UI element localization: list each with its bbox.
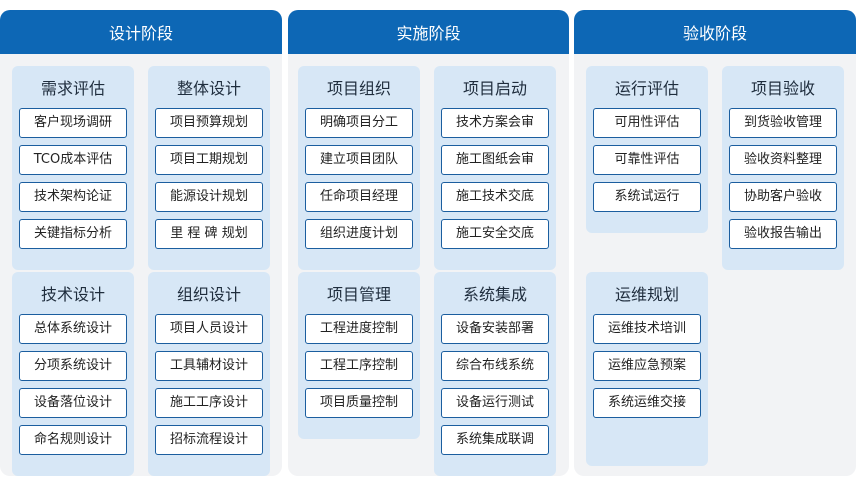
- task-box: 到货验收管理: [729, 108, 837, 138]
- group-title: 项目组织: [326, 79, 391, 98]
- task-box: 技术方案会审: [441, 108, 549, 138]
- group-card: 整体设计项目预算规划项目工期规划能源设计规划里 程 碑 规划: [148, 66, 270, 270]
- task-box: 项目工期规划: [155, 145, 263, 175]
- group-title: 运维规划: [614, 285, 679, 304]
- task-box: 工程工序控制: [305, 351, 413, 381]
- task-box: 施工图纸会审: [441, 145, 549, 175]
- task-box: 运维应急预案: [593, 351, 701, 381]
- group-title: 整体设计: [176, 79, 241, 98]
- task-box: 能源设计规划: [155, 182, 263, 212]
- task-box: 可靠性评估: [593, 145, 701, 175]
- group-title: 组织设计: [176, 285, 241, 304]
- task-box: 系统试运行: [593, 182, 701, 212]
- task-box: 技术架构论证: [19, 182, 127, 212]
- group-title: 项目启动: [462, 79, 527, 98]
- task-box: 设备运行测试: [441, 388, 549, 418]
- phase-title: 验收阶段: [574, 10, 856, 54]
- task-box: 可用性评估: [593, 108, 701, 138]
- task-box: 明确项目分工: [305, 108, 413, 138]
- task-box: 客户现场调研: [19, 108, 127, 138]
- task-box: 施工工序设计: [155, 388, 263, 418]
- task-box: 设备安装部署: [441, 314, 549, 344]
- task-box: 系统集成联调: [441, 425, 549, 455]
- task-box: TCO成本评估: [19, 145, 127, 175]
- task-box: 建立项目团队: [305, 145, 413, 175]
- task-box: 项目质量控制: [305, 388, 413, 418]
- task-box: 工程进度控制: [305, 314, 413, 344]
- phase-3: 验收阶段运行评估可用性评估可靠性评估系统试运行项目验收到货验收管理验收资料整理协…: [574, 10, 856, 476]
- task-box: 协助客户验收: [729, 182, 837, 212]
- group-title: 系统集成: [462, 285, 527, 304]
- group-card: 项目组织明确项目分工建立项目团队任命项目经理组织进度计划: [298, 66, 420, 270]
- group-title: 项目管理: [326, 285, 391, 304]
- group-card: 技术设计总体系统设计分项系统设计设备落位设计命名规则设计: [12, 272, 134, 476]
- task-box: 命名规则设计: [19, 425, 127, 455]
- group-title: 技术设计: [40, 285, 105, 304]
- task-box: 项目预算规划: [155, 108, 263, 138]
- task-box: 关键指标分析: [19, 219, 127, 249]
- task-box: 验收报告输出: [729, 219, 837, 249]
- task-box: 项目人员设计: [155, 314, 263, 344]
- group-card: 运行评估可用性评估可靠性评估系统试运行: [586, 66, 708, 233]
- task-box: 任命项目经理: [305, 182, 413, 212]
- group-card: 项目管理工程进度控制工程工序控制项目质量控制: [298, 272, 420, 439]
- phase-2: 实施阶段项目组织明确项目分工建立项目团队任命项目经理组织进度计划项目启动技术方案…: [288, 10, 569, 476]
- task-box: 施工技术交底: [441, 182, 549, 212]
- group-card: 项目验收到货验收管理验收资料整理协助客户验收验收报告输出: [722, 66, 844, 270]
- task-box: 验收资料整理: [729, 145, 837, 175]
- group-title: 需求评估: [40, 79, 105, 98]
- task-box: 招标流程设计: [155, 425, 263, 455]
- group-card: 运维规划运维技术培训运维应急预案系统运维交接: [586, 272, 708, 466]
- task-box: 施工安全交底: [441, 219, 549, 249]
- phase-title: 实施阶段: [288, 10, 569, 54]
- task-box: 分项系统设计: [19, 351, 127, 381]
- group-card: 项目启动技术方案会审施工图纸会审施工技术交底施工安全交底: [434, 66, 556, 270]
- group-card: 需求评估客户现场调研 TCO成本评估技术架构论证关键指标分析: [12, 66, 134, 270]
- task-box: 里 程 碑 规划: [155, 219, 263, 249]
- task-box: 总体系统设计: [19, 314, 127, 344]
- group-card: 组织设计项目人员设计工具辅材设计施工工序设计招标流程设计: [148, 272, 270, 476]
- task-box: 综合布线系统: [441, 351, 549, 381]
- task-box: 系统运维交接: [593, 388, 701, 418]
- group-title: 运行评估: [614, 79, 679, 98]
- task-box: 设备落位设计: [19, 388, 127, 418]
- task-box: 工具辅材设计: [155, 351, 263, 381]
- task-box: 组织进度计划: [305, 219, 413, 249]
- task-box: 运维技术培训: [593, 314, 701, 344]
- group-title: 项目验收: [750, 79, 815, 98]
- phase-title: 设计阶段: [0, 10, 282, 54]
- group-card: 系统集成设备安装部署综合布线系统设备运行测试系统集成联调: [434, 272, 556, 476]
